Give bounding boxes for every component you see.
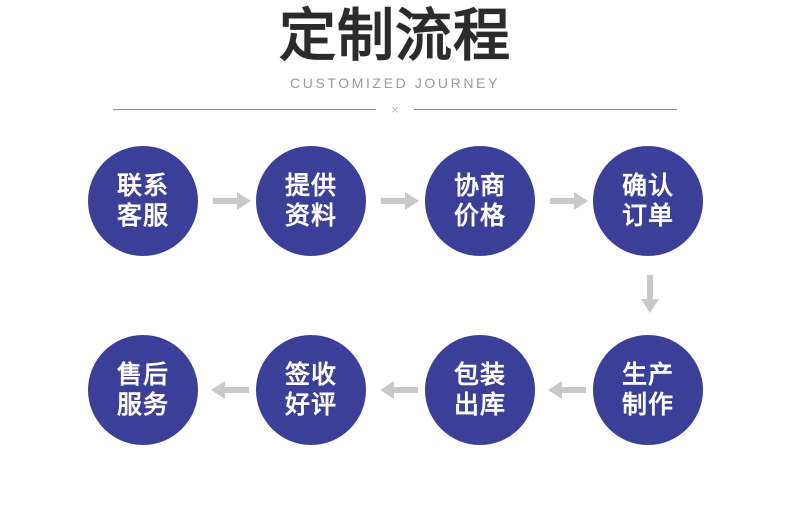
header: 定制流程 CUSTOMIZED JOURNEY xyxy=(0,0,790,92)
flow-step-line2: 制作 xyxy=(621,390,674,419)
flow-step-line2: 服务 xyxy=(116,390,169,419)
arrow-left-icon xyxy=(548,380,586,400)
flow-step-line1: 确认 xyxy=(621,171,674,200)
flow-step-contact-service[interactable]: 联系 客服 xyxy=(88,146,198,256)
arrow-right-icon xyxy=(550,191,588,211)
flow-step-line1: 包装 xyxy=(453,360,506,389)
arrow-left-icon xyxy=(380,380,418,400)
flow-step-confirm-order[interactable]: 确认 订单 xyxy=(593,146,703,256)
flow-step-signed-review[interactable]: 签收 好评 xyxy=(256,335,366,445)
divider-x-icon: × xyxy=(391,101,399,117)
arrow-right-icon xyxy=(213,191,251,211)
flow-step-provide-materials[interactable]: 提供 资料 xyxy=(256,146,366,256)
flow-step-line2: 客服 xyxy=(116,201,169,230)
flow-step-negotiate-price[interactable]: 协商 价格 xyxy=(425,146,535,256)
flow-step-line2: 出库 xyxy=(453,390,506,419)
flow-step-line2: 订单 xyxy=(621,201,674,230)
flow-step-line1: 生产 xyxy=(621,360,674,389)
flow-step-line1: 售后 xyxy=(116,360,169,389)
page-subtitle: CUSTOMIZED JOURNEY xyxy=(290,75,500,91)
flow-step-line2: 价格 xyxy=(453,201,506,230)
page-title: 定制流程 xyxy=(279,3,511,69)
header-divider: × xyxy=(113,101,677,117)
flow-step-line1: 联系 xyxy=(116,171,169,200)
flow-step-line1: 协商 xyxy=(453,171,506,200)
arrow-down-icon xyxy=(640,275,660,313)
arrow-left-icon xyxy=(211,380,249,400)
divider-rule-left xyxy=(113,108,376,110)
flow-step-packaging-shipping[interactable]: 包装 出库 xyxy=(425,335,535,445)
flow-step-after-sales-service[interactable]: 售后 服务 xyxy=(88,335,198,445)
divider-rule-right xyxy=(414,108,677,110)
flow-step-production[interactable]: 生产 制作 xyxy=(593,335,703,445)
flow-step-line1: 签收 xyxy=(284,360,337,389)
arrow-right-icon xyxy=(381,191,419,211)
flow-step-line1: 提供 xyxy=(284,171,337,200)
flow-step-line2: 好评 xyxy=(284,390,337,419)
flow-step-line2: 资料 xyxy=(284,201,337,230)
